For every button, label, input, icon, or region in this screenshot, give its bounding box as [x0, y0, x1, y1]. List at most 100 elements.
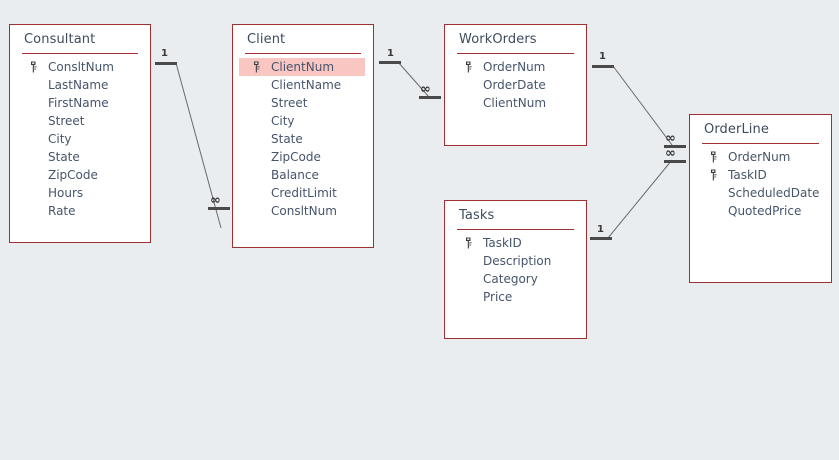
cardinality-one-client: 1 — [387, 48, 394, 59]
field-name: Rate — [48, 204, 76, 218]
field-row[interactable]: QuotedPrice — [690, 202, 831, 220]
field-row[interactable]: FirstName — [10, 94, 150, 112]
title-divider — [245, 53, 361, 54]
field-row[interactable]: ConsltNum — [10, 58, 150, 76]
field-row[interactable]: ZipCode — [10, 166, 150, 184]
table-title-consultant: Consultant — [24, 32, 96, 47]
field-name: ConsltNum — [48, 60, 114, 74]
field-row-selected[interactable]: ClientNum — [239, 58, 365, 76]
field-row[interactable]: ClientNum — [445, 94, 586, 112]
field-name: CreditLimit — [271, 186, 337, 200]
primary-key-icon — [31, 61, 37, 73]
field-name: ScheduledDate — [728, 186, 820, 200]
field-name: Description — [483, 254, 552, 268]
field-name: Hours — [48, 186, 84, 200]
cardinality-stub-orderline-bottom — [664, 160, 686, 163]
field-row[interactable]: ConsltNum — [233, 202, 373, 220]
table-title-tasks: Tasks — [459, 208, 495, 223]
key-slot — [710, 151, 728, 163]
field-row[interactable]: Balance — [233, 166, 373, 184]
primary-key-icon — [466, 61, 472, 73]
field-row[interactable]: OrderNum — [445, 58, 586, 76]
cardinality-stub-tasks-one — [590, 237, 612, 240]
field-row[interactable]: City — [233, 112, 373, 130]
title-divider — [457, 53, 574, 54]
field-name: ConsltNum — [271, 204, 337, 218]
primary-key-icon — [466, 237, 472, 249]
field-row[interactable]: CreditLimit — [233, 184, 373, 202]
primary-key-icon — [711, 169, 717, 181]
field-row[interactable]: Rate — [10, 202, 150, 220]
field-row[interactable]: TaskID — [445, 234, 586, 252]
key-slot — [465, 61, 483, 73]
field-row[interactable]: OrderDate — [445, 76, 586, 94]
cardinality-stub-consultant — [155, 62, 177, 65]
field-name: City — [48, 132, 72, 146]
field-name: OrderNum — [483, 60, 546, 74]
field-row[interactable]: Price — [445, 288, 586, 306]
cardinality-one-consultant: 1 — [161, 48, 168, 59]
field-name: TaskID — [483, 236, 522, 250]
field-row[interactable]: Description — [445, 252, 586, 270]
field-row[interactable]: LastName — [10, 76, 150, 94]
cardinality-many-orderline-tasks: ∞ — [665, 146, 676, 161]
cardinality-many-orderline-workorders: ∞ — [665, 131, 676, 146]
key-slot — [30, 61, 48, 73]
field-row[interactable]: City — [10, 130, 150, 148]
field-row[interactable]: ZipCode — [233, 148, 373, 166]
field-name: State — [48, 150, 80, 164]
field-row[interactable]: ClientName — [233, 76, 373, 94]
relationship-line-tasks-orderline[interactable] — [607, 159, 673, 239]
key-slot — [710, 169, 728, 181]
field-name: Street — [48, 114, 85, 128]
field-row[interactable]: Street — [10, 112, 150, 130]
cardinality-one-workorders: 1 — [599, 51, 606, 62]
table-title-client: Client — [247, 32, 286, 47]
cardinality-stub-workorders-one — [592, 65, 614, 68]
relationship-line-workorders-orderline[interactable] — [612, 65, 673, 146]
cardinality-stub-orderline-top — [664, 145, 686, 148]
cardinality-one-tasks: 1 — [597, 224, 604, 235]
field-row[interactable]: Hours — [10, 184, 150, 202]
title-divider — [702, 143, 819, 144]
table-title-orderline: OrderLine — [704, 122, 769, 137]
field-name: TaskID — [728, 168, 767, 182]
field-name: FirstName — [48, 96, 109, 110]
key-slot — [253, 61, 271, 73]
field-name: ClientNum — [271, 60, 335, 74]
field-name: Category — [483, 272, 538, 286]
field-name: State — [271, 132, 303, 146]
field-name: OrderNum — [728, 150, 791, 164]
field-row[interactable]: Street — [233, 94, 373, 112]
field-row[interactable]: OrderNum — [690, 148, 831, 166]
cardinality-many-workorders: ∞ — [420, 82, 431, 97]
field-name: OrderDate — [483, 78, 546, 92]
field-name: ZipCode — [48, 168, 98, 182]
field-row[interactable]: TaskID — [690, 166, 831, 184]
table-title-workorders: WorkOrders — [459, 32, 537, 47]
field-row[interactable]: State — [10, 148, 150, 166]
title-divider — [22, 53, 138, 54]
field-name: ZipCode — [271, 150, 321, 164]
key-slot — [465, 237, 483, 249]
cardinality-stub-client-one — [379, 61, 401, 64]
field-row[interactable]: Category — [445, 270, 586, 288]
field-name: Street — [271, 96, 308, 110]
field-name: ClientName — [271, 78, 342, 92]
field-row[interactable]: State — [233, 130, 373, 148]
primary-key-icon — [711, 151, 717, 163]
cardinality-many-client: ∞ — [210, 193, 221, 208]
field-row[interactable]: ScheduledDate — [690, 184, 831, 202]
field-name: City — [271, 114, 295, 128]
